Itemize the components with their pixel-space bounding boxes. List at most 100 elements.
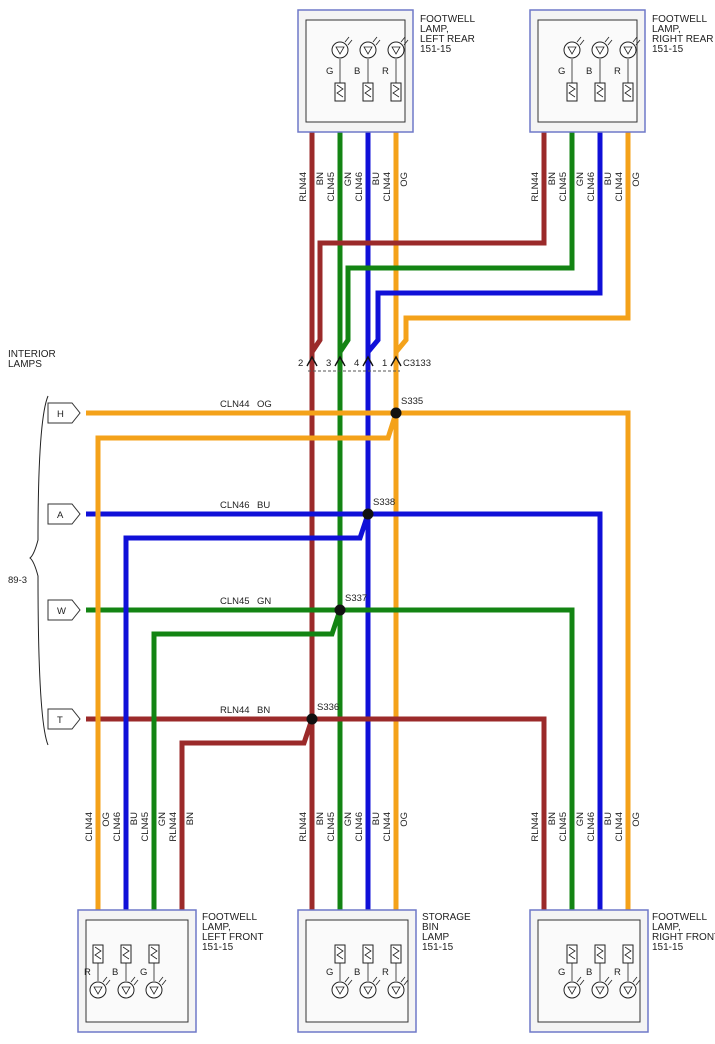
wire-label-right-rear-color: BU — [603, 172, 614, 185]
splice-label: S336 — [317, 702, 339, 713]
lamp-color-letter: R — [382, 967, 389, 978]
wire-label-left-front-color: BU — [129, 812, 140, 825]
wire-label-right-rear-circuit: CLN45 — [558, 172, 569, 202]
led-ray — [632, 36, 638, 43]
wire-label-left-rear-color: OG — [399, 172, 410, 187]
wire-label-left-front-color: GN — [157, 812, 168, 826]
resistor — [622, 82, 634, 102]
led-ray — [635, 979, 641, 986]
led-ray — [133, 979, 139, 986]
led-ray — [344, 36, 350, 43]
resistor-zigzag — [624, 946, 632, 960]
wire-og-interior-h — [86, 410, 631, 915]
led-ray — [604, 976, 610, 983]
horizontal-circuit-label: CLN44 — [220, 399, 250, 410]
interior-lamps-page-ref: 89-3 — [8, 575, 27, 586]
resistor-zigzag — [336, 946, 344, 960]
led-ray — [102, 976, 108, 983]
led-ray — [635, 39, 641, 46]
resistor — [120, 944, 132, 964]
splice-dot — [362, 508, 374, 520]
led-diode — [567, 986, 577, 995]
lamp-color-letter: R — [614, 66, 621, 77]
interior-lamp-pin-flag — [47, 708, 81, 730]
resistor-zigzag — [392, 946, 400, 960]
resistor — [334, 944, 346, 964]
horizontal-color-label: GN — [257, 596, 271, 607]
resistor-zigzag — [150, 946, 158, 960]
led-diode — [335, 46, 345, 55]
wire-bn-left-front — [179, 718, 315, 915]
led-ray — [607, 39, 613, 46]
led-diode — [335, 986, 345, 995]
led-ray — [375, 979, 381, 986]
lamp-color-letter: B — [112, 967, 118, 978]
wire-label-storage-bin-circuit: CLN44 — [382, 812, 393, 842]
wire-label-right-front-color: GN — [575, 812, 586, 826]
led-ray — [400, 36, 406, 43]
led-diode — [149, 986, 159, 995]
led-ray — [130, 976, 136, 983]
resistor — [566, 82, 578, 102]
resistor-zigzag — [568, 84, 576, 98]
connector-pin-number: 4 — [354, 358, 359, 369]
led-ray — [347, 39, 353, 46]
interior-lamp-pin-flag — [47, 503, 81, 525]
led-ray — [372, 36, 378, 43]
wire-label-right-front-circuit: RLN44 — [530, 812, 541, 842]
resistor-zigzag — [392, 84, 400, 98]
wire-label-right-front-color: BU — [603, 812, 614, 825]
wire-label-storage-bin-color: GN — [343, 812, 354, 826]
resistor-zigzag — [336, 84, 344, 98]
lamp-color-letter: G — [558, 66, 565, 77]
wire-label-storage-bin-color: OG — [399, 812, 410, 827]
resistor — [390, 82, 402, 102]
wires — [86, 130, 631, 915]
led-diode — [623, 46, 633, 55]
wire-label-left-rear-color: BU — [371, 172, 382, 185]
wire-label-storage-bin-color: BU — [371, 812, 382, 825]
resistor-zigzag — [596, 946, 604, 960]
led-diode — [567, 46, 577, 55]
wire-gn-interior-w — [86, 607, 575, 915]
led-ray — [607, 979, 613, 986]
splice-dot — [390, 407, 402, 419]
lamp-color-letter: G — [558, 967, 565, 978]
wire-label-right-front-circuit: CLN46 — [586, 812, 597, 842]
led-diode — [93, 986, 103, 995]
horizontal-circuit-label: CLN45 — [220, 596, 250, 607]
splice-dot — [306, 713, 318, 725]
wire-label-left-front-circuit: CLN44 — [84, 812, 95, 842]
wire-label-right-rear-color: BN — [547, 172, 558, 185]
horizontal-color-label: BN — [257, 705, 270, 716]
component-body — [85, 919, 189, 1023]
interior-lamp-pin-letter: A — [57, 510, 64, 521]
wire-og-left-front — [95, 412, 399, 915]
led-diode — [595, 46, 605, 55]
wire-label-left-rear-circuit: CLN45 — [326, 172, 337, 202]
led-ray — [403, 979, 409, 986]
wire-label-right-rear-circuit: CLN46 — [586, 172, 597, 202]
wire-label-left-rear-color: BN — [315, 172, 326, 185]
led-diode — [363, 986, 373, 995]
resistor — [92, 944, 104, 964]
wire-label-left-rear-circuit: CLN44 — [382, 172, 393, 202]
wire-label-storage-bin-color: BN — [315, 812, 326, 825]
wire-bu-interior-a — [86, 511, 603, 915]
led-diode — [121, 986, 131, 995]
connector-name: C3133 — [403, 358, 431, 369]
wire-label-left-front-color: OG — [101, 812, 112, 827]
lamp-color-letter: B — [586, 66, 592, 77]
component-body — [537, 19, 638, 123]
wire-label-left-rear-color: GN — [343, 172, 354, 186]
led-ray — [105, 979, 111, 986]
